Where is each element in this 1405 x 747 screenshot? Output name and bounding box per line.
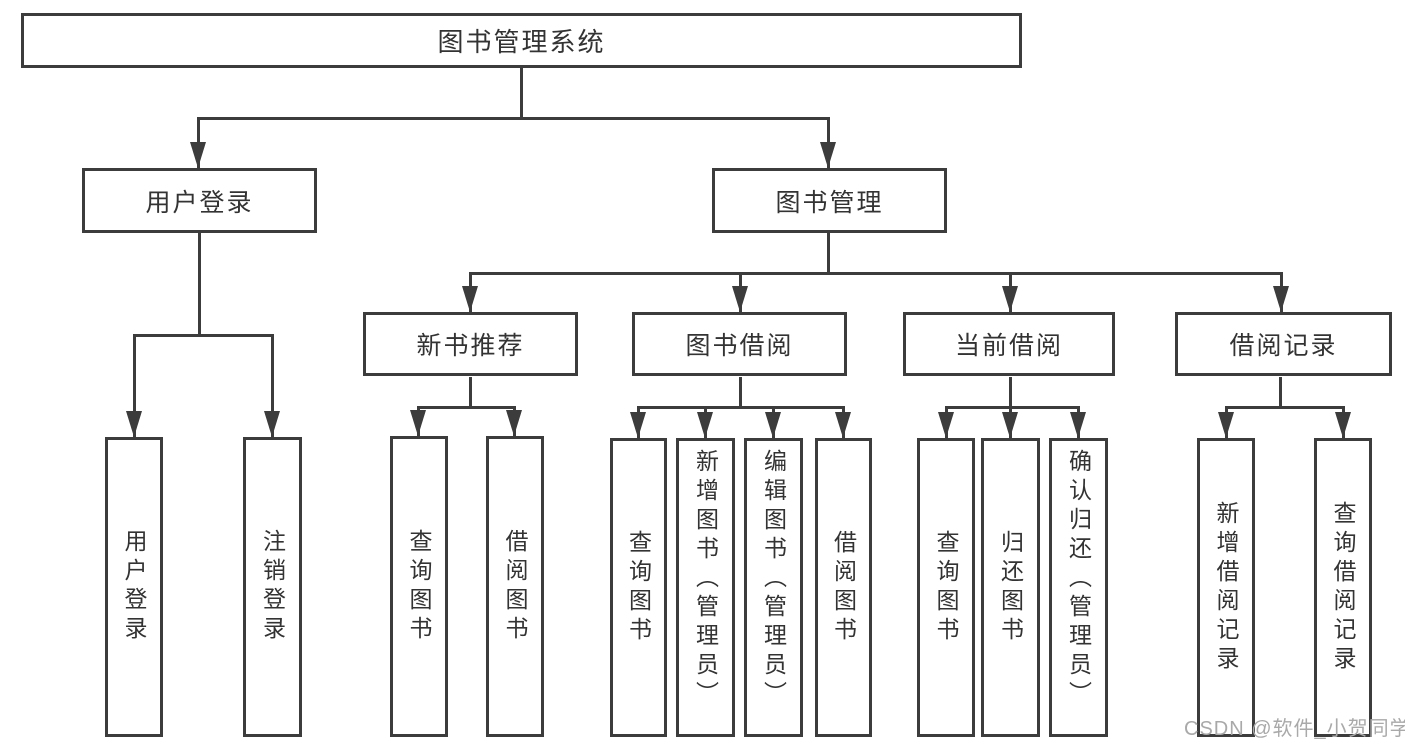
connector-borrow-records-rail	[1225, 406, 1345, 409]
arrowhead-down-icon	[1218, 412, 1234, 438]
arrowhead-down-icon	[820, 142, 836, 168]
connector-current-borrow-rail	[945, 406, 1080, 409]
leaf-borrow-books-label: 借阅图书	[502, 528, 528, 645]
node-borrow-records: 借阅记录	[1175, 312, 1392, 376]
arrowhead-down-icon	[1335, 412, 1351, 438]
node-root: 图书管理系统	[21, 13, 1022, 68]
leaf-user-login-label: 用户登录	[121, 529, 147, 645]
node-root-label: 图书管理系统	[437, 27, 606, 57]
arrowhead-down-icon	[732, 286, 748, 312]
arrowhead-down-icon	[1002, 412, 1018, 438]
leaf-add-borrow-record: 新增借阅记录	[1197, 438, 1255, 737]
leaf-new-books-borrow: 借阅图书	[486, 436, 544, 737]
node-user-login-label: 用户登录	[145, 188, 254, 217]
arrowhead-down-icon	[462, 286, 478, 312]
connector-user-login-rail	[133, 334, 274, 337]
leaf-query-books-label: 查询图书	[625, 529, 652, 646]
arrowhead-down-icon	[506, 410, 522, 436]
leaf-new-books-query: 查询图书	[390, 436, 448, 737]
leaf-borrow-query: 查询图书	[610, 438, 667, 737]
leaf-current-query: 查询图书	[917, 438, 975, 737]
leaf-borrow-books: 借阅图书	[815, 438, 872, 737]
connector-drop	[271, 334, 274, 437]
arrowhead-down-icon	[1273, 286, 1289, 312]
leaf-user-login: 用户登录	[105, 437, 163, 737]
arrowhead-down-icon	[938, 412, 954, 438]
leaf-confirm-return-admin: 确认归还（管理员）	[1049, 438, 1108, 737]
connector-current-borrow-stem	[1009, 377, 1012, 408]
connector-new-books-rail	[417, 406, 516, 409]
leaf-add-book-admin: 新增图书（管理员）	[676, 438, 735, 737]
connector-level2-rail	[469, 272, 1283, 275]
node-new-books: 新书推荐	[363, 312, 578, 376]
leaf-return-books-label: 归还图书	[997, 529, 1024, 646]
arrowhead-down-icon	[410, 410, 426, 436]
leaf-add-borrow-record-label: 新增借阅记录	[1213, 500, 1239, 675]
connector-new-books-stem	[469, 377, 472, 408]
node-borrow-records-label: 借阅记录	[1229, 332, 1338, 360]
leaf-confirm-return-admin-label: 确认归还（管理员）	[1065, 449, 1092, 710]
leaf-add-book-admin-label: 新增图书（管理员）	[692, 449, 719, 710]
connector-root-stem	[520, 66, 523, 120]
arrowhead-down-icon	[1070, 412, 1086, 438]
leaf-query-books-label: 查询图书	[406, 528, 432, 645]
connector-book-borrow-rail	[637, 406, 845, 409]
arrowhead-down-icon	[765, 412, 781, 438]
arrowhead-down-icon	[1002, 286, 1018, 312]
node-current-borrow: 当前借阅	[903, 312, 1115, 376]
node-book-borrow-label: 图书借阅	[685, 332, 794, 360]
node-book-borrow: 图书借阅	[632, 312, 847, 376]
connector-level1-rail	[197, 117, 830, 120]
leaf-query-borrow-record-label: 查询借阅记录	[1330, 500, 1356, 675]
connector-book-borrow-stem	[739, 377, 742, 408]
arrowhead-down-icon	[190, 142, 206, 168]
connector-borrow-records-stem	[1279, 377, 1282, 408]
arrowhead-down-icon	[630, 412, 646, 438]
arrowhead-down-icon	[126, 411, 142, 437]
node-book-mgmt-label: 图书管理	[775, 188, 884, 217]
leaf-return-books: 归还图书	[981, 438, 1040, 737]
leaf-query-borrow-record: 查询借阅记录	[1314, 438, 1372, 737]
connector-drop	[133, 334, 136, 437]
node-user-login: 用户登录	[82, 168, 317, 233]
csdn-watermark: CSDN @软件_小贺同学	[1184, 718, 1405, 740]
node-current-borrow-label: 当前借阅	[954, 332, 1063, 360]
node-book-mgmt: 图书管理	[712, 168, 947, 233]
connector-book-mgmt-stem	[827, 233, 830, 274]
node-new-books-label: 新书推荐	[416, 332, 525, 360]
leaf-logout: 注销登录	[243, 437, 302, 737]
leaf-edit-book-admin: 编辑图书（管理员）	[744, 438, 803, 737]
leaf-query-books-label: 查询图书	[933, 529, 959, 646]
leaf-logout-label: 注销登录	[259, 529, 286, 645]
connector-user-login-stem	[198, 233, 201, 335]
leaf-edit-book-admin-label: 编辑图书（管理员）	[760, 449, 787, 710]
arrowhead-down-icon	[697, 412, 713, 438]
arrowhead-down-icon	[835, 412, 851, 438]
leaf-borrow-books-label: 借阅图书	[830, 529, 857, 646]
arrowhead-down-icon	[264, 411, 280, 437]
